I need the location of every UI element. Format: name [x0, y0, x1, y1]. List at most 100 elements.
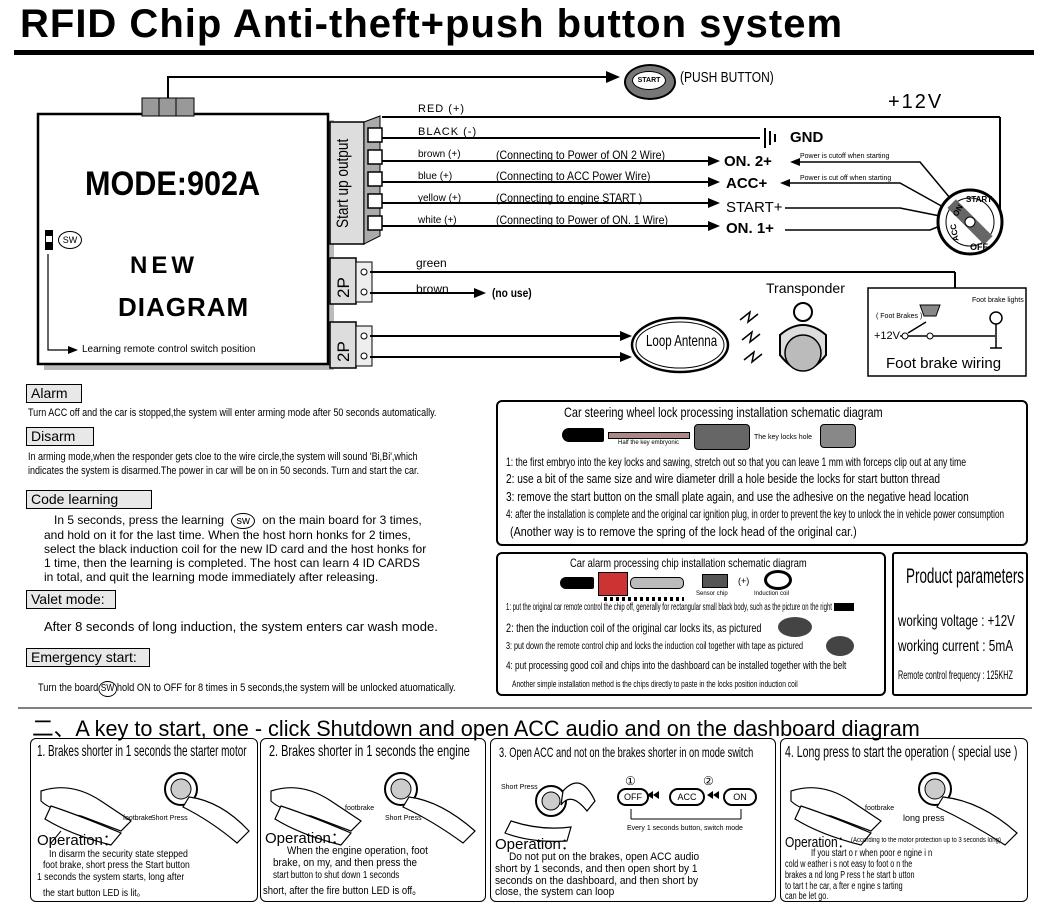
- panel-3-line2: short by 1 seconds, and then open short …: [495, 863, 698, 875]
- disarm-line1: In arming mode,when the responder gets c…: [28, 451, 418, 463]
- alarm-text: Turn ACC off and the car is stopped,the …: [28, 407, 437, 419]
- wire-yellow-color: yellow: [418, 193, 446, 204]
- code-learning-line3: select the black induction coil for the …: [44, 542, 427, 556]
- code-learning-label: Code learning: [26, 490, 152, 509]
- wire-brown-desc: (Connecting to Power of ON 2 Wire): [496, 148, 666, 162]
- push-button-wire: [167, 76, 610, 98]
- start-up-output-label: Start up output: [333, 138, 352, 228]
- foot-brake-lights-label: Foot brake lights: [972, 297, 1024, 304]
- panel-1-title: 1. Brakes shorter in 1 seconds the start…: [37, 743, 247, 760]
- chip-step4: 4: put processing good coil and chips in…: [506, 660, 847, 672]
- wire-brown2-label: brown: [416, 282, 449, 296]
- wire-brown-sign: (+): [448, 149, 461, 160]
- code-learning-line5: in total, and quit the learning mode imm…: [44, 570, 379, 584]
- induction-coil-label: Induction coil: [754, 591, 790, 597]
- panel-4-line2: cold w eather i s not easy to foot o n t…: [785, 859, 913, 870]
- key-ruler-icon: [604, 597, 684, 601]
- coil-photo-icon: [778, 617, 812, 637]
- params-box: [892, 552, 1028, 696]
- chip-step1: 1: put the original car remote control t…: [506, 602, 832, 613]
- chip-title: Car alarm processing chip installation s…: [570, 556, 807, 570]
- panel-2-line3: start button to shut down 1 seconds: [273, 870, 400, 881]
- panel-2-press: Short Press: [385, 815, 422, 822]
- plus-12v-label: +12V: [888, 91, 944, 113]
- no-use-label: (no use): [492, 286, 532, 300]
- panel-4-line1: If you start o r when poor e ngine i n: [811, 848, 933, 859]
- page-title: RFID Chip Anti-theft+push button system: [20, 2, 844, 46]
- terminal-acc: ACC+: [726, 175, 768, 192]
- foot-brakes-label: ( Foot Brakes ): [876, 313, 923, 320]
- panel-4-title: 4. Long press to start the operation ( s…: [785, 744, 1018, 761]
- connector-2p-top-label: 2P: [334, 277, 353, 298]
- emergency-text-a: Turn the board: [38, 682, 99, 694]
- panel-2-line4: short, after the fire button LED is off。: [263, 885, 422, 897]
- panel-2-footbrake: footbrake: [345, 805, 375, 812]
- wire-blue-desc: (Connecting to ACC Power Wire): [496, 169, 651, 183]
- panel-3-on: ON: [723, 788, 757, 806]
- wire-white-color: white: [418, 215, 442, 226]
- panel-4-note: (According to the motor protection up to…: [851, 837, 1001, 844]
- panel-4-line4: to tart t he car, a fter e ngine s tarti…: [785, 881, 903, 892]
- sensor-chip-label: Sensor chip: [696, 591, 728, 597]
- code-learning-line1b: on the main board for 3 times,: [262, 513, 422, 527]
- panel-4-line5: can be let go.: [785, 891, 829, 902]
- panel-4-footbrake: footbrake: [865, 805, 895, 812]
- panel-4-operation: Operation：: [785, 834, 850, 851]
- wire-green-label: green: [416, 256, 447, 270]
- start-up-output-connector: [329, 121, 365, 245]
- steering-step2: 2: use a bit of the same size and wire d…: [506, 471, 941, 486]
- black-chip-icon: [834, 603, 854, 611]
- steering-step4: 4: after the installation is complete an…: [506, 507, 1005, 521]
- code-learning-sw: sw: [231, 513, 255, 529]
- wire-black-sign: (-): [463, 126, 478, 138]
- chip-box: [496, 552, 886, 696]
- wire-yellow-desc: (Connecting to engine START ): [496, 191, 643, 205]
- panel-1-footbrake: footbrake: [123, 815, 153, 822]
- foot-brake-box: [867, 287, 1027, 377]
- wire-white-sign: (+): [444, 215, 457, 226]
- cutoff-note-on2: Power is cutoff when starting: [800, 153, 890, 160]
- emergency-text-b: hold ON to OFF for 8 times in 5 seconds,…: [116, 682, 456, 694]
- steering-step3: 3: remove the start button on the small …: [506, 489, 969, 504]
- panel-1-line2: foot brake, short press the Start button: [43, 860, 190, 871]
- loop-antenna-label: Loop Antenna: [646, 333, 718, 350]
- wire-red-color: RED: [418, 103, 445, 115]
- sw-label: SW: [58, 231, 82, 249]
- ignition-off: OFF: [970, 242, 988, 252]
- diagram-label: DIAGRAM: [118, 292, 250, 322]
- chip-hand-icon: [560, 577, 594, 589]
- tape-coil-icon: [826, 636, 854, 656]
- params-voltage: working voltage : +12V: [898, 613, 1015, 630]
- disarm-line2: indicates the system is disarmed.The pow…: [28, 465, 420, 477]
- foot-brake-12v: +12V: [874, 330, 900, 342]
- panel-3-line3: seconds on the dashboard, and then short…: [495, 875, 699, 887]
- chip-step5: Another simple installation method is th…: [512, 679, 798, 689]
- wire-blue-color: blue: [418, 171, 437, 182]
- title-underline: [14, 50, 1034, 55]
- code-learning-line2: and hold on it for the last time. When t…: [44, 528, 411, 542]
- model-label: MODE:902A: [85, 165, 261, 203]
- loop-antenna: [630, 316, 730, 374]
- terminal-on1: ON. 1+: [726, 220, 774, 237]
- section2-title: 二、A key to start, one - click Shutdown a…: [32, 716, 920, 741]
- panel-1-line4: the start button LED is lit。: [43, 888, 146, 899]
- panel-4-press: long press: [903, 813, 945, 823]
- wire-blue-sign: (+): [439, 171, 453, 182]
- code-learning-line1a: In 5 seconds, press the learning: [54, 513, 225, 527]
- learning-note: Learning remote control switch position: [82, 344, 256, 355]
- connector-2p-bottom-label: 2P: [334, 341, 353, 362]
- panel-1-operation: Operation：: [37, 832, 118, 849]
- wire-white-desc: (Connecting to Power of ON. 1 Wire): [496, 213, 668, 227]
- panel-2: 2. Brakes shorter in 1 seconds the engin…: [260, 738, 486, 902]
- steering-title: Car steering wheel lock processing insta…: [564, 404, 883, 420]
- transponder-label: Transponder: [766, 280, 845, 296]
- emergency-sw: SW: [98, 681, 117, 697]
- panel-3: 3. Open ACC and not on the brakes shorte…: [490, 738, 776, 902]
- terminal-on2: ON. 2+: [724, 153, 772, 170]
- panel-3-n1: ①: [625, 774, 636, 788]
- panel-3-off: OFF: [617, 788, 649, 806]
- params-title: Product parameters: [906, 565, 1025, 588]
- panel-3-press: Short Press: [501, 784, 538, 791]
